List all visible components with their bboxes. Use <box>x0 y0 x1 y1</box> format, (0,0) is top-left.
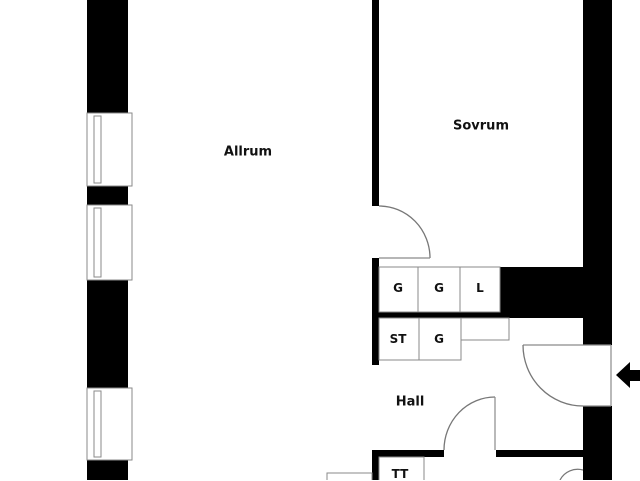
closet-label-st: ST <box>389 332 407 346</box>
closet-wall-block <box>500 267 583 318</box>
room-label-sovrum: Sovrum <box>453 118 509 134</box>
closet-row-bottom <box>378 317 510 361</box>
entry-door <box>522 344 612 407</box>
inner-wall-sovrum <box>372 0 379 365</box>
closet-row-top <box>378 266 501 313</box>
left-exterior-wall <box>87 0 128 480</box>
room-label-hall: Hall <box>395 394 425 410</box>
closet-label-l: L <box>476 281 484 295</box>
closet-label-g1: G <box>393 281 403 295</box>
closet-label-tt: TT <box>391 467 409 481</box>
closet-label-g3: G <box>434 332 444 346</box>
room-label-allrum: Allrum <box>223 144 273 160</box>
bottom-right-door-arc <box>559 468 584 480</box>
window-2 <box>86 204 133 281</box>
right-exterior-wall <box>583 0 612 480</box>
closet-label-g2: G <box>434 281 444 295</box>
window-1 <box>86 112 133 187</box>
closet-divider-wall <box>379 312 500 318</box>
window-3 <box>86 387 133 461</box>
hall-bottom-wall <box>372 450 583 480</box>
sovrum-door <box>378 205 431 259</box>
closet-tt <box>378 456 425 480</box>
hall-door <box>443 396 496 451</box>
entrance-arrow-icon <box>616 362 640 388</box>
bottom-left-fixture <box>326 472 373 480</box>
